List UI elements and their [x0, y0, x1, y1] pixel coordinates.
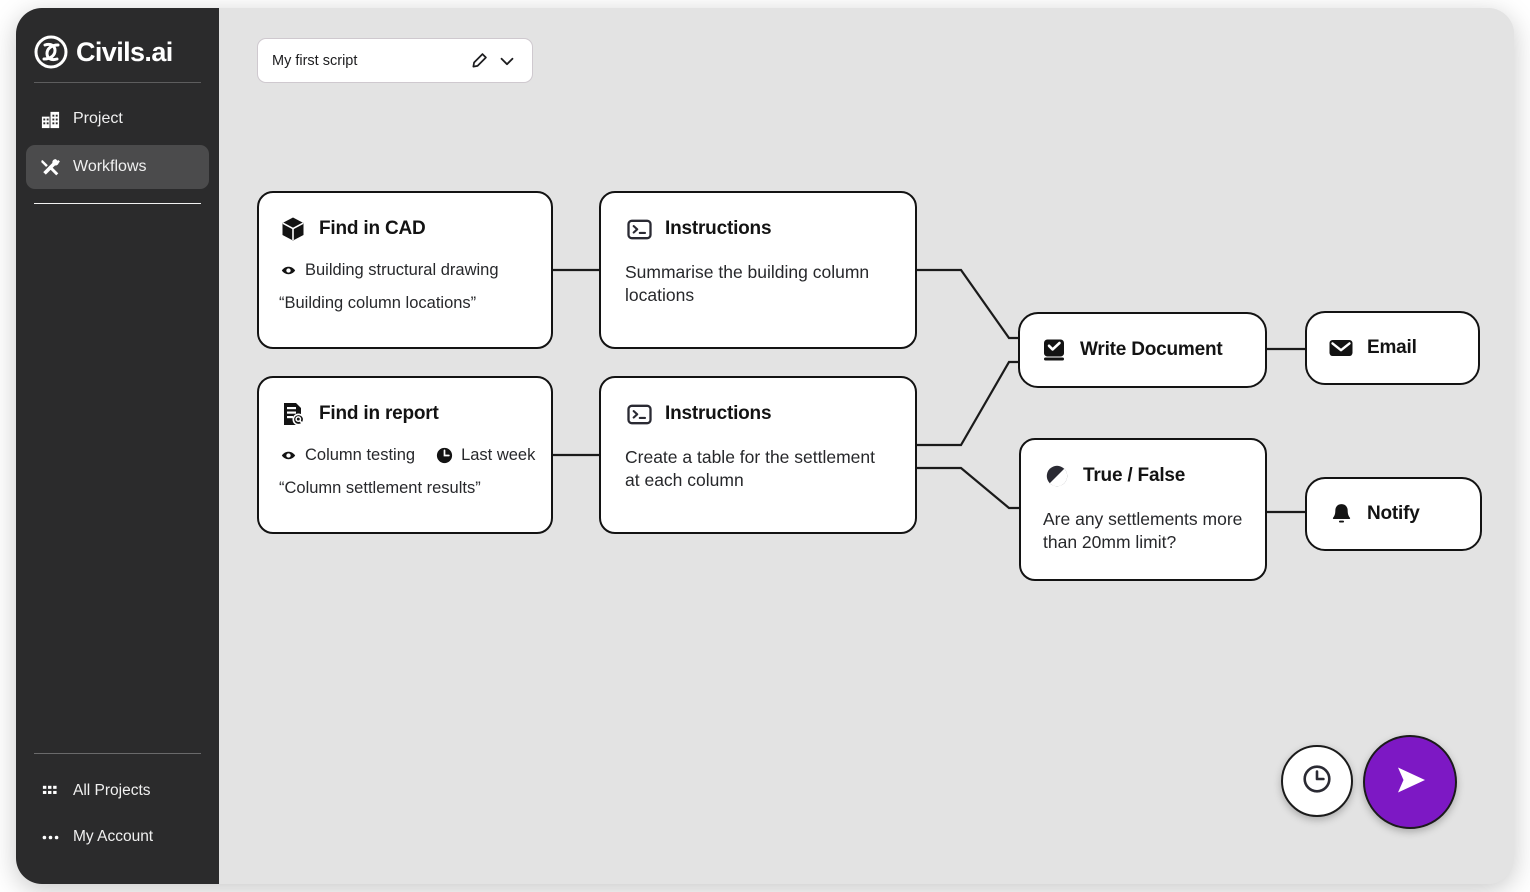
sidebar-item-project[interactable]: Project: [26, 97, 209, 141]
workflow-node-find-in-cad[interactable]: Find in CAD Building structural drawing …: [257, 191, 553, 349]
node-tag-label: Column testing: [305, 446, 416, 464]
node-header: Find in report: [279, 400, 531, 428]
tools-icon: [40, 157, 61, 178]
node-title: Email: [1367, 337, 1417, 358]
node-title: Write Document: [1080, 339, 1223, 360]
sidebar-item-all-projects[interactable]: All Projects: [26, 770, 209, 812]
run-workflow-button[interactable]: [1363, 735, 1457, 829]
sidebar-bottom-nav: All Projects My Account: [16, 754, 219, 884]
node-title: Find in CAD: [319, 218, 426, 239]
workflow-node-find-in-report[interactable]: Find in report Column testing: [257, 376, 553, 534]
node-query: “Building column locations”: [279, 294, 477, 312]
node-title: True / False: [1083, 465, 1186, 486]
node-title: Instructions: [665, 403, 772, 424]
node-body: Summarise the building column locations: [625, 262, 870, 306]
chevron-down-icon[interactable]: [496, 50, 518, 72]
workflow-node-instructions-1[interactable]: Instructions Summarise the building colu…: [599, 191, 917, 349]
workflow-node-write-document[interactable]: Write Document: [1018, 312, 1267, 388]
sidebar-item-my-account-label: My Account: [73, 828, 154, 845]
brand: Civils.ai: [16, 8, 219, 69]
node-tags: Building structural drawing: [279, 261, 531, 280]
schedule-button[interactable]: [1281, 745, 1353, 817]
cube-icon: [279, 215, 307, 243]
scan-target-icon: [279, 261, 298, 280]
sidebar-item-workflows[interactable]: Workflows: [26, 145, 209, 189]
node-header: Email: [1327, 334, 1417, 362]
node-header: Notify: [1327, 500, 1420, 528]
node-title: Instructions: [665, 218, 772, 239]
scan-target-icon: [279, 446, 298, 465]
node-tags: Column testing Last week: [279, 446, 535, 465]
sidebar-item-all-projects-label: All Projects: [73, 782, 151, 799]
terminal-icon: [625, 215, 653, 243]
sidebar: Civils.ai: [16, 8, 219, 884]
app-window: Civils.ai: [16, 8, 1514, 884]
brand-name: Civils.ai: [76, 36, 173, 67]
node-tag-label: Building structural drawing: [305, 261, 499, 279]
half-circle-icon: [1043, 462, 1071, 490]
grid-icon: [40, 781, 61, 802]
workflow-node-true-false[interactable]: True / False Are any settlements more th…: [1019, 438, 1267, 581]
node-header: Write Document: [1040, 336, 1223, 364]
ellipsis-icon: [40, 827, 61, 848]
workflow-node-notify[interactable]: Notify: [1305, 477, 1482, 551]
workflow-node-email[interactable]: Email: [1305, 311, 1480, 385]
book-check-icon: [1040, 336, 1068, 364]
node-query: “Column settlement results”: [279, 479, 481, 497]
terminal-icon: [625, 400, 653, 428]
node-title: Notify: [1367, 503, 1420, 524]
civils-swirl-logo-icon: [34, 35, 68, 69]
sidebar-item-workflows-label: Workflows: [73, 158, 147, 175]
node-tag: Building structural drawing: [279, 261, 499, 280]
node-header: Find in CAD: [279, 215, 531, 243]
sidebar-item-my-account[interactable]: My Account: [26, 816, 209, 858]
node-tag: Last week: [435, 446, 535, 465]
pencil-icon[interactable]: [468, 50, 490, 72]
document-search-icon: [279, 400, 307, 428]
node-header: Instructions: [625, 215, 891, 243]
clock-icon: [435, 446, 454, 465]
sidebar-nav: Project Workflows: [16, 83, 219, 204]
send-arrow-icon: [1386, 756, 1434, 809]
script-name-label: My first script: [272, 52, 358, 69]
envelope-icon: [1327, 334, 1355, 362]
bell-icon: [1327, 500, 1355, 528]
workflow-node-instructions-2[interactable]: Instructions Create a table for the sett…: [599, 376, 917, 534]
node-tag-label: Last week: [461, 446, 536, 464]
workflow-canvas[interactable]: My first script: [219, 8, 1514, 884]
sidebar-item-project-label: Project: [73, 110, 123, 127]
sidebar-divider-top: [34, 82, 201, 83]
node-title: Find in report: [319, 403, 439, 424]
sidebar-divider-under-nav: [34, 203, 201, 204]
sidebar-spacer: [16, 204, 219, 753]
building-icon: [40, 109, 61, 130]
node-tag: Column testing: [279, 446, 415, 465]
sidebar-divider-bottom: [34, 753, 201, 754]
node-header: Instructions: [625, 400, 891, 428]
script-selector[interactable]: My first script: [257, 38, 533, 83]
clock-outline-icon: [1300, 762, 1334, 801]
node-header: True / False: [1043, 462, 1243, 490]
node-body: Create a table for the settlement at eac…: [625, 447, 875, 491]
node-body: Are any settlements more than 20mm limit…: [1043, 509, 1243, 553]
